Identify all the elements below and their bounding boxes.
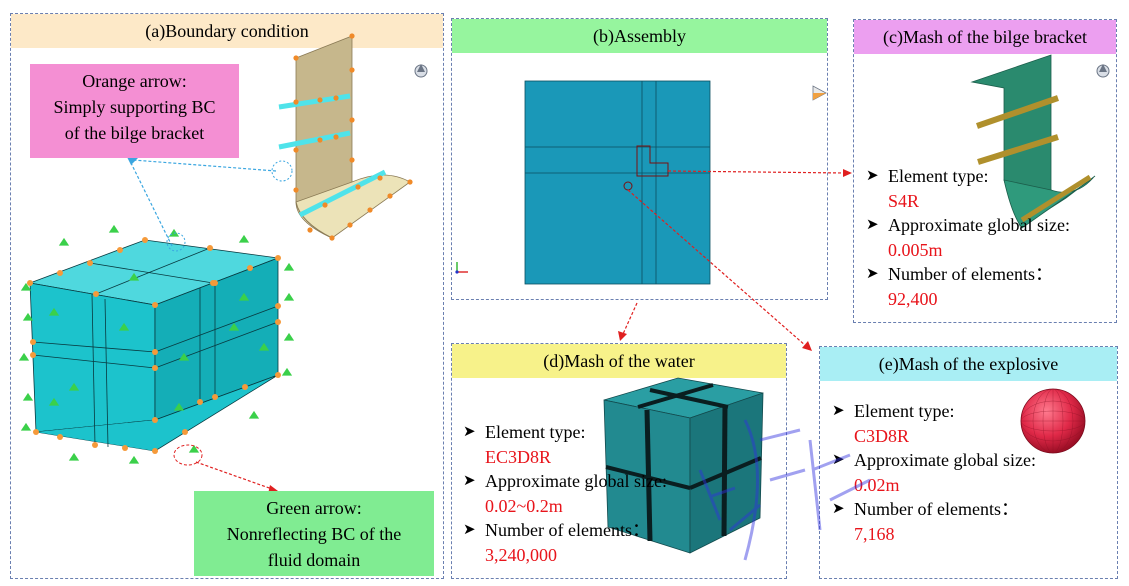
item-value: S4R	[888, 190, 920, 211]
item-label: Element type:	[888, 166, 989, 186]
item-label: Number of elements：	[854, 499, 1019, 519]
bilge-bracket-bc-figure	[271, 33, 413, 241]
red-dashed-arrow	[195, 461, 273, 490]
bullet-arrow-icon: ➤	[463, 473, 476, 489]
highlight-circle-top	[166, 232, 186, 252]
bullet-arrow-icon: ➤	[463, 424, 476, 440]
item-value: EC3D8R	[485, 446, 552, 467]
explosive-mesh-details: ➤ Element type: C3D8R ➤ Approximate global…	[832, 399, 1036, 546]
item-label: Number of elements：	[888, 264, 1053, 284]
view-cube-icon-c	[1096, 64, 1110, 78]
panel-explosive-mesh: (e)Mash of the explosive	[819, 346, 1118, 579]
panel-c-title: (c)Mash of the bilge bracket	[854, 20, 1116, 54]
view-cube-icon	[414, 64, 428, 78]
bracket-mesh-details: ➤ Element type: S4R ➤ Approximate global s…	[866, 164, 1070, 311]
blue-dashed-arrow	[130, 159, 277, 247]
item-label: Approximate global size:	[888, 215, 1070, 235]
cube-body	[36, 420, 155, 451]
bullet-arrow-icon: ➤	[832, 403, 845, 419]
item-label: Element type:	[854, 401, 955, 421]
green-box-line-1: Green arrow:	[266, 498, 362, 518]
item-value: C3D8R	[854, 425, 910, 446]
bullet-arrow-icon: ➤	[866, 266, 879, 282]
panel-bilge-bracket-mesh: (c)Mash of the bilge bracket	[853, 19, 1117, 323]
item-value: 0.02~0.2m	[485, 495, 563, 516]
panel-a-title: (a)Boundary condition	[11, 14, 443, 48]
green-arrow-label-box: Green arrow: Nonreflecting BC of the flu…	[194, 491, 434, 576]
item-value: 3,240,000	[485, 544, 557, 565]
bullet-arrow-icon: ➤	[463, 522, 476, 538]
item-label: Element type:	[485, 422, 586, 442]
green-box-line-3: fluid domain	[267, 550, 361, 570]
item-value: 92,400	[888, 288, 938, 309]
green-box-line-2: Nonreflecting BC of the	[226, 524, 402, 544]
view-cube-icon-b	[812, 85, 827, 101]
blue-arrow-head	[127, 157, 138, 165]
panel-assembly: (b)Assembly	[451, 18, 828, 300]
orange-arrow-label-box: Orange arrow: Simply supporting BC of th…	[30, 64, 239, 158]
orange-box-line-3: of the bilge bracket	[64, 123, 205, 143]
item-label: Approximate global size:	[854, 450, 1036, 470]
panel-water-mesh: (d)Mash of the water	[451, 343, 787, 579]
item-value: 7,168	[854, 523, 895, 544]
bullet-arrow-icon: ➤	[832, 501, 845, 517]
triad-icon	[455, 262, 468, 274]
orange-box-line-1: Orange arrow:	[82, 71, 187, 91]
panel-d-title: (d)Mash of the water	[452, 344, 786, 378]
item-value: 0.005m	[888, 239, 943, 260]
bullet-arrow-icon: ➤	[866, 168, 879, 184]
item-label: Number of elements：	[485, 520, 650, 540]
panel-b-title: (b)Assembly	[452, 19, 827, 53]
item-label: Approximate global size:	[485, 471, 667, 491]
panel-e-title: (e)Mash of the explosive	[820, 347, 1117, 381]
panel-boundary-condition: (a)Boundary condition	[10, 13, 444, 579]
bullet-arrow-icon: ➤	[866, 217, 879, 233]
item-value: 0.02m	[854, 474, 900, 495]
highlight-ellipse-bottom	[173, 444, 203, 466]
bullet-arrow-icon: ➤	[832, 452, 845, 468]
orange-box-line-2: Simply supporting BC	[53, 97, 216, 117]
water-mesh-details: ➤ Element type: EC3D8R ➤ Approximate globa…	[463, 420, 667, 567]
orange-bc-markers	[27, 237, 281, 454]
green-bc-arrows	[18, 224, 295, 464]
